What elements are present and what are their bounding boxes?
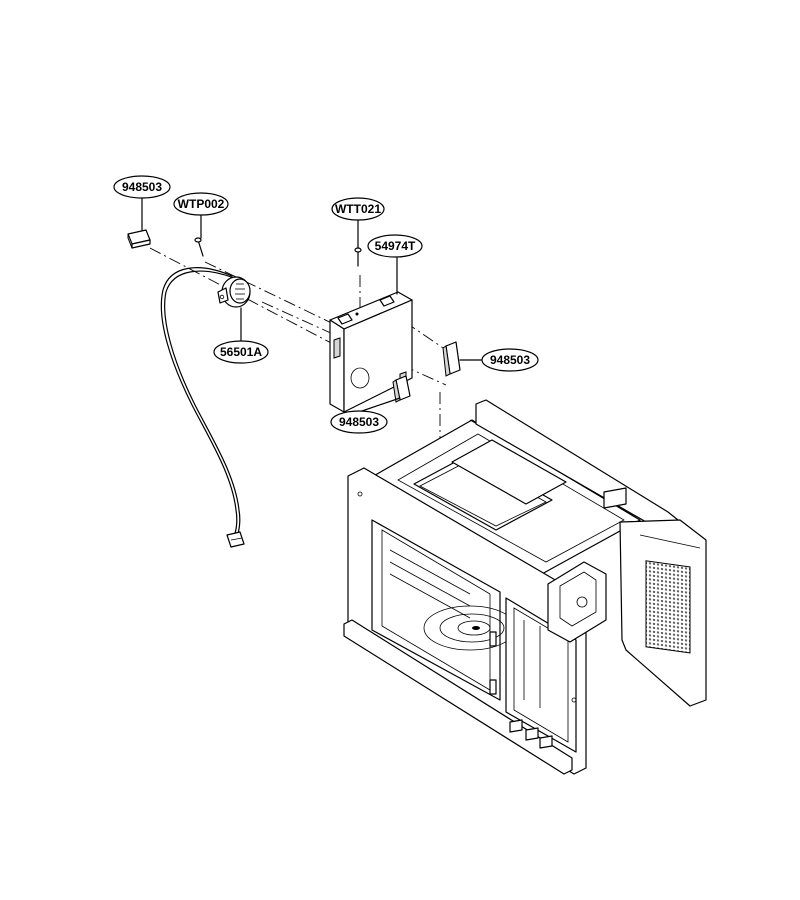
label-wtp002: WTP002 [173, 192, 229, 216]
svg-text:948503: 948503 [490, 353, 530, 367]
label-54974t: 54974T [367, 234, 423, 258]
screw-part-wtt [354, 247, 362, 267]
callout-leaders [141, 197, 485, 413]
label-948503-right: 948503 [481, 348, 539, 372]
svg-text:WTT021: WTT021 [335, 202, 381, 216]
microwave-cavity-part [343, 399, 707, 775]
thermostat-part [160, 267, 251, 548]
svg-text:54974T: 54974T [375, 239, 416, 253]
screw-part-wtp [194, 237, 204, 257]
spacer-part-bottom [392, 375, 411, 403]
svg-text:WTP002: WTP002 [178, 197, 225, 211]
label-wtt021: WTT021 [331, 197, 385, 221]
svg-text:948503: 948503 [122, 180, 162, 194]
label-948503-bottom: 948503 [330, 410, 388, 434]
label-56501a: 56501A [213, 340, 269, 364]
spacer-part-top-left [127, 229, 151, 249]
svg-text:56501A: 56501A [220, 345, 262, 359]
label-948503-top-left: 948503 [113, 175, 171, 199]
svg-text:948503: 948503 [339, 415, 379, 429]
spacer-part-right [442, 341, 461, 377]
